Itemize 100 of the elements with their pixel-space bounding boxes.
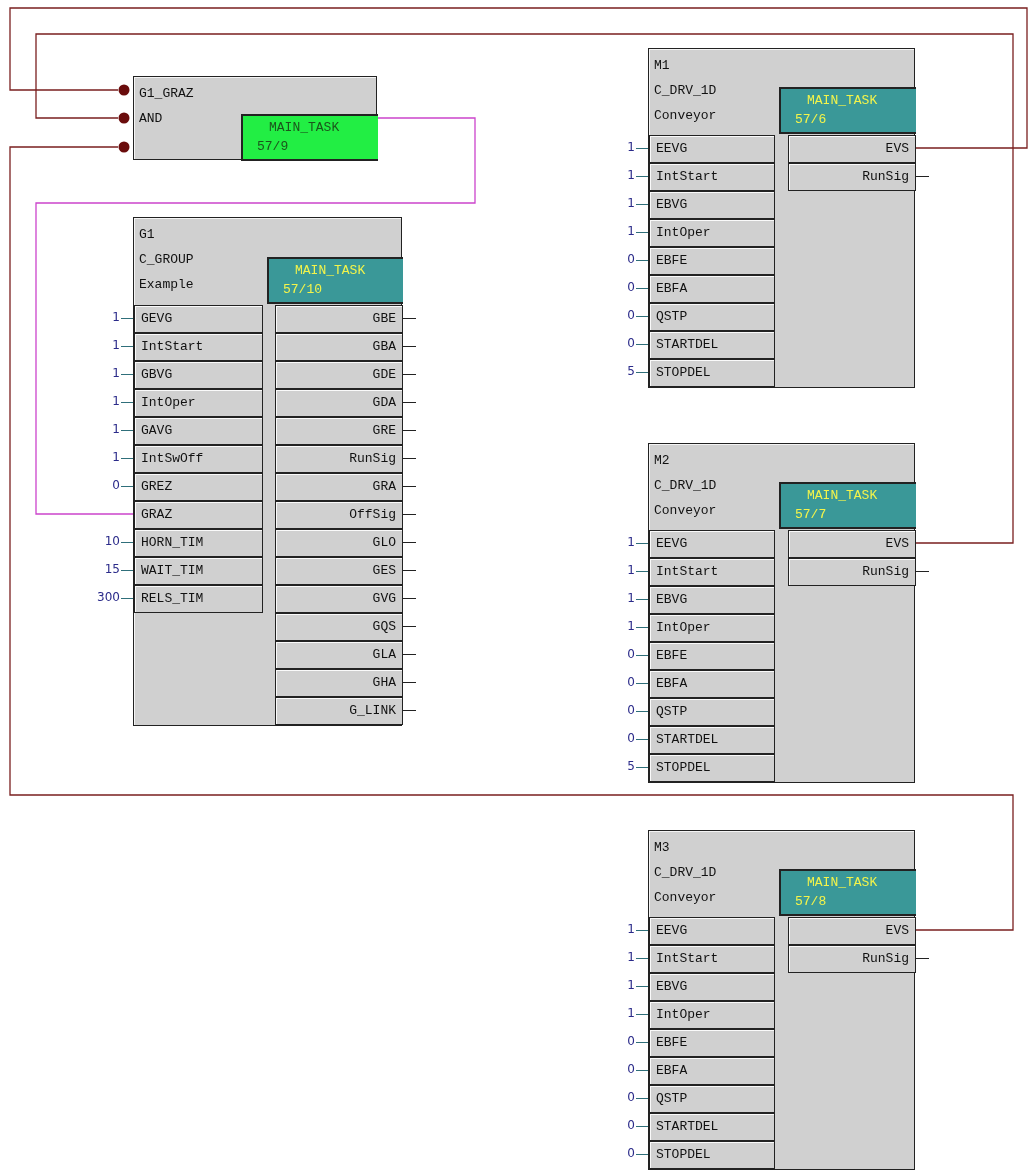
- output-pin: [275, 333, 403, 361]
- block-comment: Conveyor: [654, 502, 717, 520]
- input-pin: [134, 417, 263, 445]
- input-pin: [649, 135, 775, 163]
- output-pin: [275, 473, 403, 501]
- constant-value: 1: [627, 977, 635, 993]
- output-pin: [788, 530, 916, 558]
- run-sequence: 57/8: [795, 893, 827, 911]
- output-pin: [788, 558, 916, 586]
- pin-name: GLO: [372, 535, 396, 551]
- constant-value: 0: [627, 335, 635, 351]
- pin-name: EBFA: [656, 1063, 688, 1079]
- task-box: [779, 869, 916, 916]
- pin-name: EBFE: [656, 1035, 688, 1051]
- pin-name: IntStart: [141, 339, 204, 355]
- constant-value: 0: [627, 1089, 635, 1105]
- pin-name: EBFA: [656, 281, 688, 297]
- pin-name: RunSig: [862, 564, 909, 580]
- pin-name: IntStart: [656, 564, 719, 580]
- connection-line: [9, 7, 1028, 149]
- task-name: MAIN_TASK: [269, 119, 340, 137]
- constant-value: 15: [104, 561, 120, 577]
- constant-value: 0: [627, 674, 635, 690]
- constant-value: 0: [627, 307, 635, 323]
- task-box: [779, 87, 916, 134]
- input-pin: [134, 501, 263, 529]
- output-pin: [275, 529, 403, 557]
- input-pin: [649, 945, 775, 973]
- input-pin: [134, 585, 263, 613]
- pin-name: GRE: [372, 423, 396, 439]
- input-pin: [649, 163, 775, 191]
- constant-value: 1: [627, 618, 635, 634]
- constant-value: 0: [627, 251, 635, 267]
- input-pin: [134, 389, 263, 417]
- task-name: MAIN_TASK: [807, 92, 878, 110]
- pin-name: EBFE: [656, 253, 688, 269]
- output-pin: [788, 163, 916, 191]
- input-pin: [649, 303, 775, 331]
- input-pin: [649, 642, 775, 670]
- input-pin: [134, 361, 263, 389]
- task-name: MAIN_TASK: [807, 487, 878, 505]
- output-pin: [275, 557, 403, 585]
- run-sequence: 57/9: [257, 138, 289, 156]
- pin-name: GREZ: [141, 479, 173, 495]
- input-pin: [649, 698, 775, 726]
- constant-value: 1: [112, 393, 120, 409]
- pin-name: STOPDEL: [656, 1147, 711, 1163]
- pin-name: GDE: [372, 367, 396, 383]
- input-pin: [134, 305, 263, 333]
- constant-value: 5: [627, 758, 635, 774]
- input-pin: [649, 614, 775, 642]
- block-name: G1: [139, 226, 155, 244]
- pin-name: RunSig: [862, 951, 909, 967]
- pin-name: STOPDEL: [656, 760, 711, 776]
- pin-name: STARTDEL: [656, 1119, 719, 1135]
- constant-value: 1: [112, 309, 120, 325]
- pin-name: EBFE: [656, 648, 688, 664]
- input-pin: [134, 529, 263, 557]
- constant-value: 300: [97, 589, 120, 605]
- connection-dot: [118, 112, 130, 124]
- constant-value: 1: [627, 139, 635, 155]
- constant-value: 10: [104, 533, 120, 549]
- run-sequence: 57/6: [795, 111, 827, 129]
- pin-name: HORN_TIM: [141, 535, 204, 551]
- input-pin: [649, 558, 775, 586]
- pin-name: IntStart: [656, 169, 719, 185]
- pin-name: EBVG: [656, 592, 688, 608]
- block-comment: Conveyor: [654, 889, 717, 907]
- input-pin: [649, 530, 775, 558]
- constant-value: 0: [627, 646, 635, 662]
- constant-value: 1: [627, 223, 635, 239]
- pin-name: QSTP: [656, 309, 688, 325]
- output-pin: [275, 613, 403, 641]
- input-pin: [134, 445, 263, 473]
- constant-value: 0: [112, 477, 120, 493]
- input-pin: [649, 1113, 775, 1141]
- function-block: [133, 76, 377, 160]
- block-type: C_DRV_1D: [654, 82, 717, 100]
- input-pin: [134, 557, 263, 585]
- pin-name: GAVG: [141, 423, 173, 439]
- pin-name: OffSig: [349, 507, 396, 523]
- pin-name: GVG: [372, 591, 396, 607]
- run-sequence: 57/10: [283, 281, 322, 299]
- pin-name: G_LINK: [349, 703, 396, 719]
- block-type: AND: [139, 110, 163, 128]
- connection-line: [35, 33, 1014, 544]
- pin-name: STOPDEL: [656, 365, 711, 381]
- task-name: MAIN_TASK: [295, 262, 366, 280]
- pin-name: IntOper: [141, 395, 196, 411]
- input-pin: [649, 754, 775, 782]
- connection-dot: [118, 141, 130, 153]
- constant-value: 5: [627, 363, 635, 379]
- pin-name: EEVG: [656, 923, 688, 939]
- pin-name: RunSig: [862, 169, 909, 185]
- pin-name: QSTP: [656, 704, 688, 720]
- pin-name: RunSig: [349, 451, 396, 467]
- input-pin: [649, 726, 775, 754]
- constant-value: 1: [627, 195, 635, 211]
- input-pin: [649, 275, 775, 303]
- output-pin: [275, 669, 403, 697]
